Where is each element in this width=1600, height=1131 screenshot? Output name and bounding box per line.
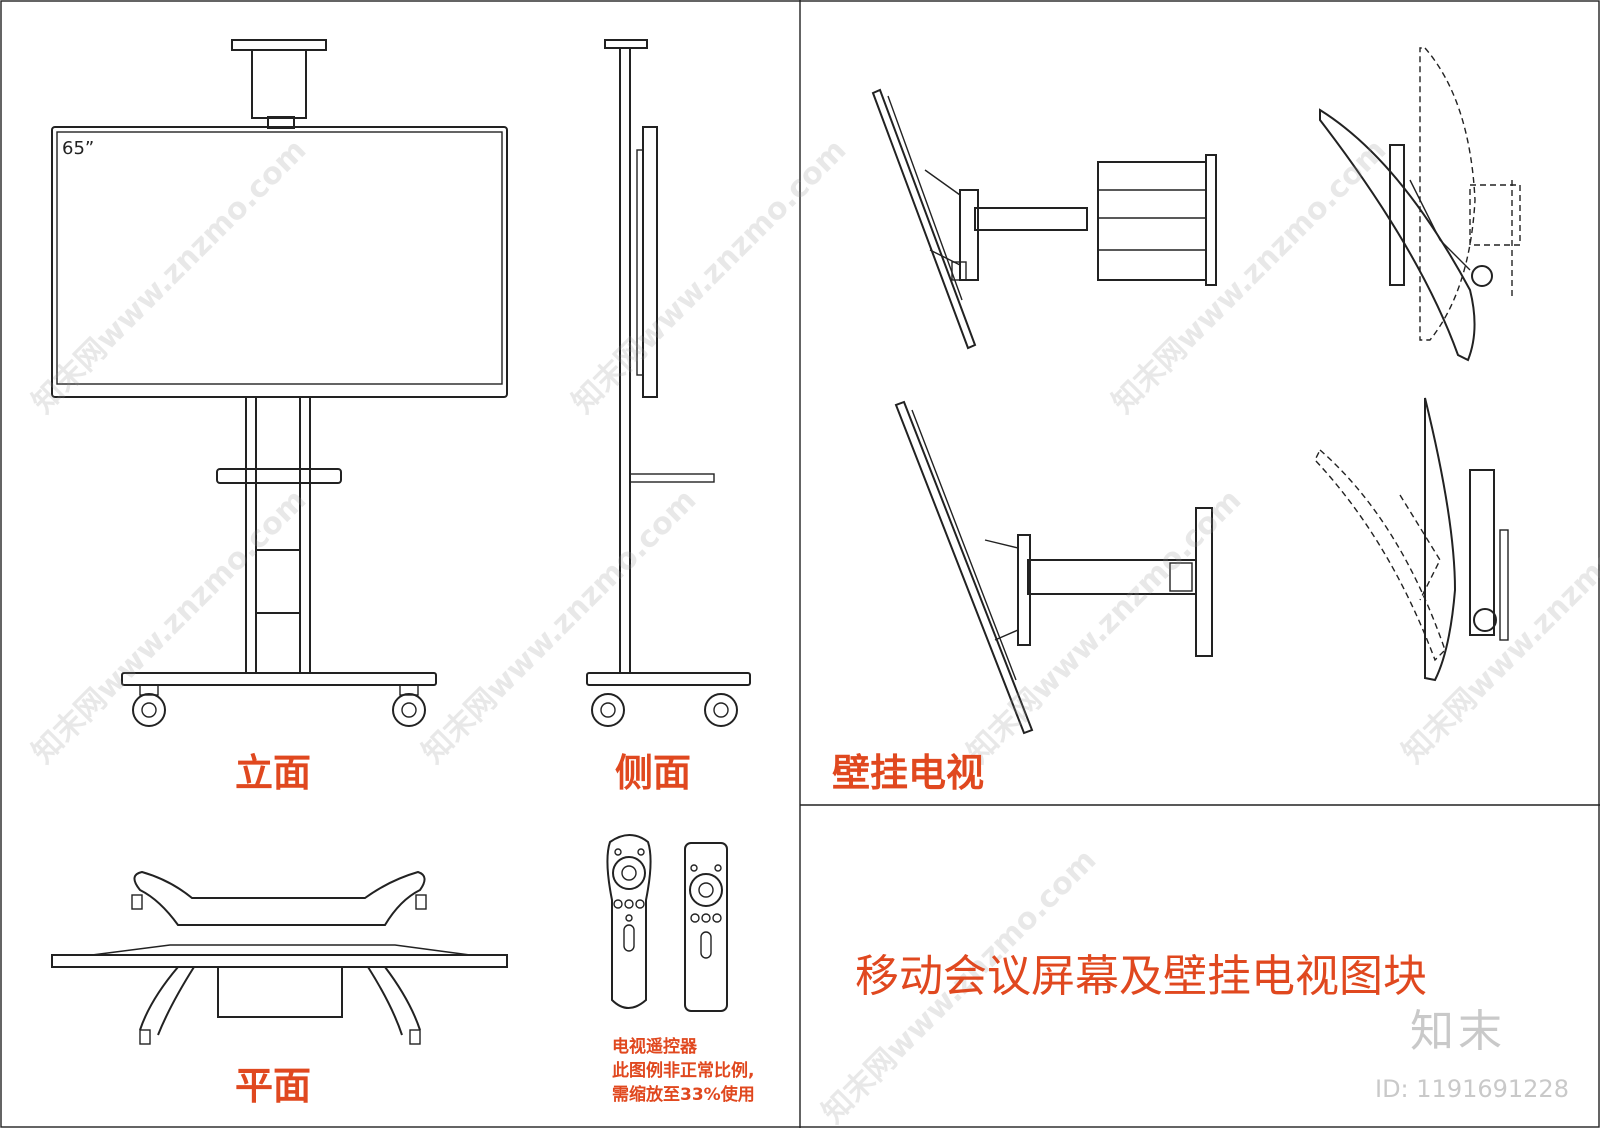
wall-mount-tilt-dashed xyxy=(1419,47,1521,341)
plan-view-stand xyxy=(51,870,508,1045)
front-view-label: 立面 xyxy=(235,751,312,795)
wall-mount-label: 壁挂电视 xyxy=(832,751,985,795)
front-view-stand xyxy=(51,39,508,727)
remote-note-line-2: 此图例非正常比例, xyxy=(612,1061,755,1081)
wall-mount-arm-extended xyxy=(871,88,1217,350)
side-view-stand xyxy=(586,39,751,727)
side-view-label: 侧面 xyxy=(615,751,692,795)
main-title: 移动会议屏幕及壁挂电视图块 xyxy=(855,951,1427,1002)
remote-slim-illustration xyxy=(684,842,728,1012)
tv-size-label: 65” xyxy=(62,138,95,159)
remote-note: 电视遥控器 此图例非正常比例, 需缩放至33%使用 xyxy=(612,1035,812,1107)
remote-note-line-3: 需缩放至33%使用 xyxy=(612,1085,755,1105)
wall-mount-flat-solid xyxy=(1424,397,1509,682)
remote-rounded-illustration xyxy=(606,834,652,1009)
image-id: ID: 1191691228 xyxy=(1375,1075,1569,1103)
wall-mount-arm-single xyxy=(894,400,1213,735)
wall-mount-flat-dashed xyxy=(1314,448,1446,662)
remote-note-line-1: 电视遥控器 xyxy=(612,1037,697,1057)
brand-logo-text: 知末 xyxy=(1410,1006,1506,1057)
plan-view-label: 平面 xyxy=(235,1064,312,1108)
